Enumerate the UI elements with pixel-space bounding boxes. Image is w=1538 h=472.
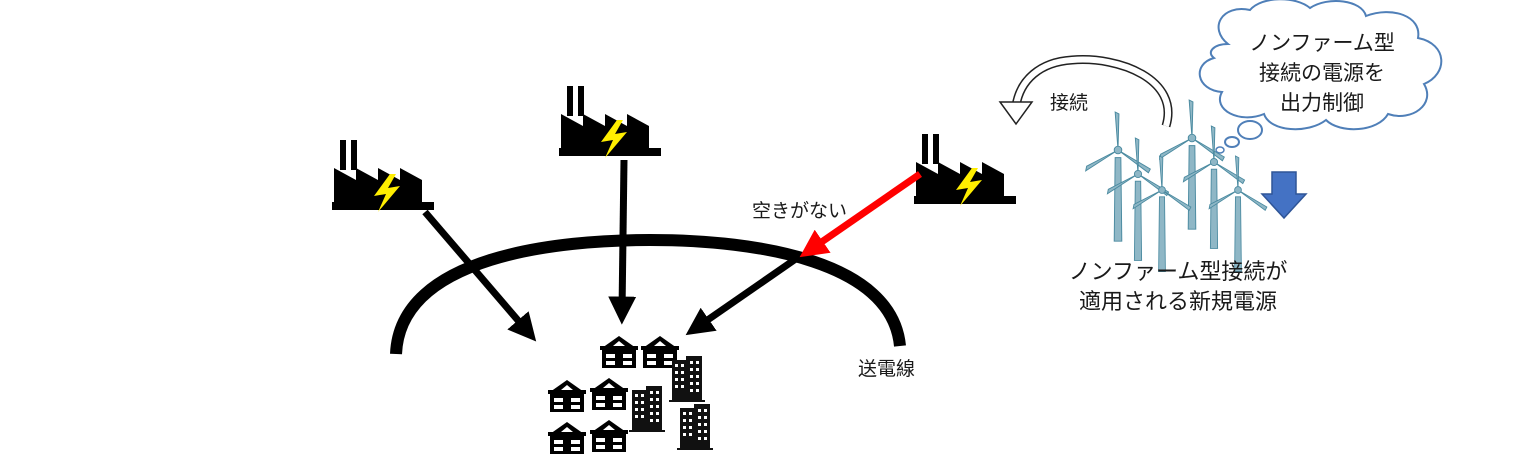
wind-turbine-icon [1208, 155, 1268, 273]
curved-arrow-icon [998, 55, 1173, 128]
new-source-label: ノンファーム型接続が 適用される新規電源 [1058, 258, 1298, 318]
factory-icon [332, 140, 434, 212]
thought-line2: 接続の電源を [1259, 61, 1385, 85]
apartment-building-icon [629, 386, 665, 432]
no-capacity-label: 空きがない [752, 200, 848, 222]
transmission-line [390, 233, 906, 355]
blocked-connection-arrow [799, 171, 922, 258]
new-source-label-line1: ノンファーム型接続が [1068, 260, 1288, 285]
apartment-building-icon [669, 356, 705, 402]
transmission-line-label: 送電線 [858, 358, 916, 380]
house-icon [548, 422, 586, 454]
factory-icon [559, 86, 661, 158]
house-icon [590, 378, 628, 410]
apartment-building-icon [677, 404, 713, 450]
house-icon [590, 420, 628, 452]
thought-cloud-text: ノンファーム型 接続の電源を 出力制御 [1232, 28, 1412, 118]
connection-label: 接続 [1050, 92, 1089, 114]
house-icon [548, 380, 586, 412]
town [548, 336, 713, 454]
house-icon [600, 336, 638, 368]
supply-arrow [422, 209, 537, 342]
thought-line1: ノンファーム型 [1249, 31, 1395, 55]
new-source-label-line2: 適用される新規電源 [1078, 290, 1277, 315]
down-arrow-icon [1260, 171, 1308, 220]
supply-arrow [608, 159, 637, 325]
thought-line3: 出力制御 [1280, 91, 1364, 115]
factory-icon [914, 134, 1016, 206]
thought-cloud-icon [1198, 0, 1443, 154]
supply-arrow [685, 253, 802, 336]
